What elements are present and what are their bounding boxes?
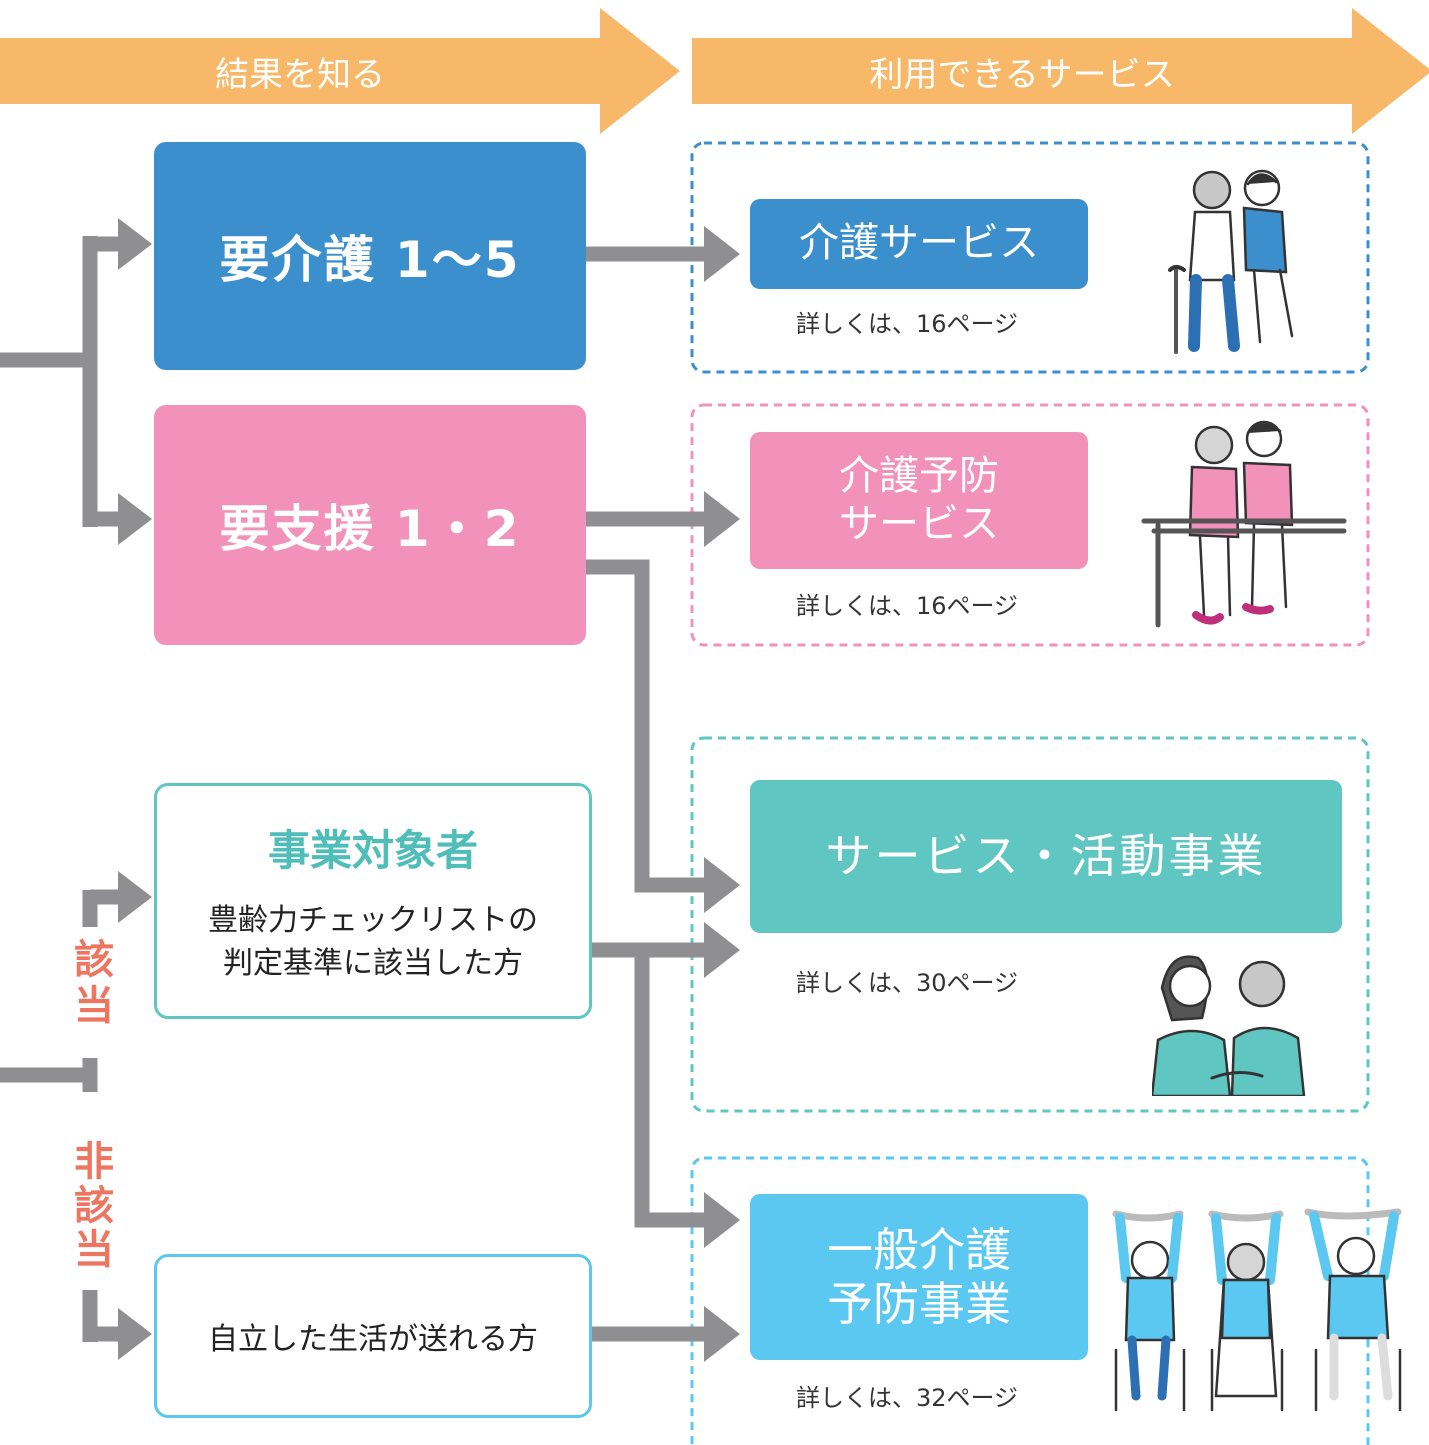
result-jigyo-desc-line1: 豊齢力チェックリストの: [208, 902, 538, 938]
service-ippan-label-line2: 予防事業: [827, 1277, 1011, 1331]
service-katsudo-label: サービス・活動事業: [825, 829, 1267, 884]
caregiver-holding-hands-illustration: [1152, 955, 1306, 1096]
service-ippan-detail[interactable]: 詳しくは、32ページ: [796, 1384, 1019, 1412]
result-jigyo-desc-line2: 判定基準に該当した方: [223, 945, 523, 981]
header-arrow-services: [692, 8, 1429, 134]
header-services-label: 利用できるサービス: [869, 54, 1175, 95]
header-arrow-result: [0, 8, 680, 134]
result-shien-label: 要支援 1・2: [219, 500, 521, 558]
frame-ippan-service: [690, 1156, 1370, 1445]
parallel-bars-rehab-illustration: [1141, 420, 1347, 628]
result-jigyo-box: 事業対象者 豊齢力チェックリストの 判定基準に該当した方: [154, 783, 592, 1019]
caregiver-walking-elderly-with-cane-illustration: [1168, 169, 1294, 354]
service-kaigo-detail[interactable]: 詳しくは、16ページ: [796, 310, 1019, 338]
service-ippan-label-line1: 一般介護: [827, 1222, 1011, 1277]
service-yobou-label-line2: サービス: [839, 500, 999, 547]
result-independent-box: 自立した生活が送れる方: [154, 1254, 592, 1418]
result-independent-label: 自立した生活が送れる方: [208, 1322, 538, 1357]
label-higaito: 非該当: [66, 1140, 114, 1272]
frame-katsudo-service: [690, 736, 1370, 1113]
service-yobou-label-line1: 介護予防: [839, 453, 999, 500]
header-result-label: 結果を知る: [215, 54, 385, 95]
service-katsudo-detail[interactable]: 詳しくは、30ページ: [796, 969, 1019, 997]
result-kaigo-box: 要介護 1〜5: [154, 142, 586, 370]
service-yobou-button[interactable]: 介護予防 サービス: [750, 432, 1088, 569]
label-gaito: 該当: [66, 938, 114, 1030]
result-kaigo-label: 要介護 1〜5: [219, 231, 521, 289]
result-shien-box: 要支援 1・2: [154, 405, 586, 645]
service-kaigo-label: 介護サービス: [799, 220, 1039, 267]
seated-towel-exercise-illustration: [1112, 1208, 1402, 1412]
result-jigyo-description: 豊齢力チェックリストの 判定基準に該当した方: [208, 900, 538, 985]
service-kaigo-button[interactable]: 介護サービス: [750, 199, 1088, 289]
service-katsudo-button[interactable]: サービス・活動事業: [750, 780, 1342, 933]
service-ippan-button[interactable]: 一般介護 予防事業: [750, 1194, 1088, 1360]
result-jigyo-title: 事業対象者: [267, 825, 478, 875]
service-yobou-detail[interactable]: 詳しくは、16ページ: [796, 592, 1019, 620]
